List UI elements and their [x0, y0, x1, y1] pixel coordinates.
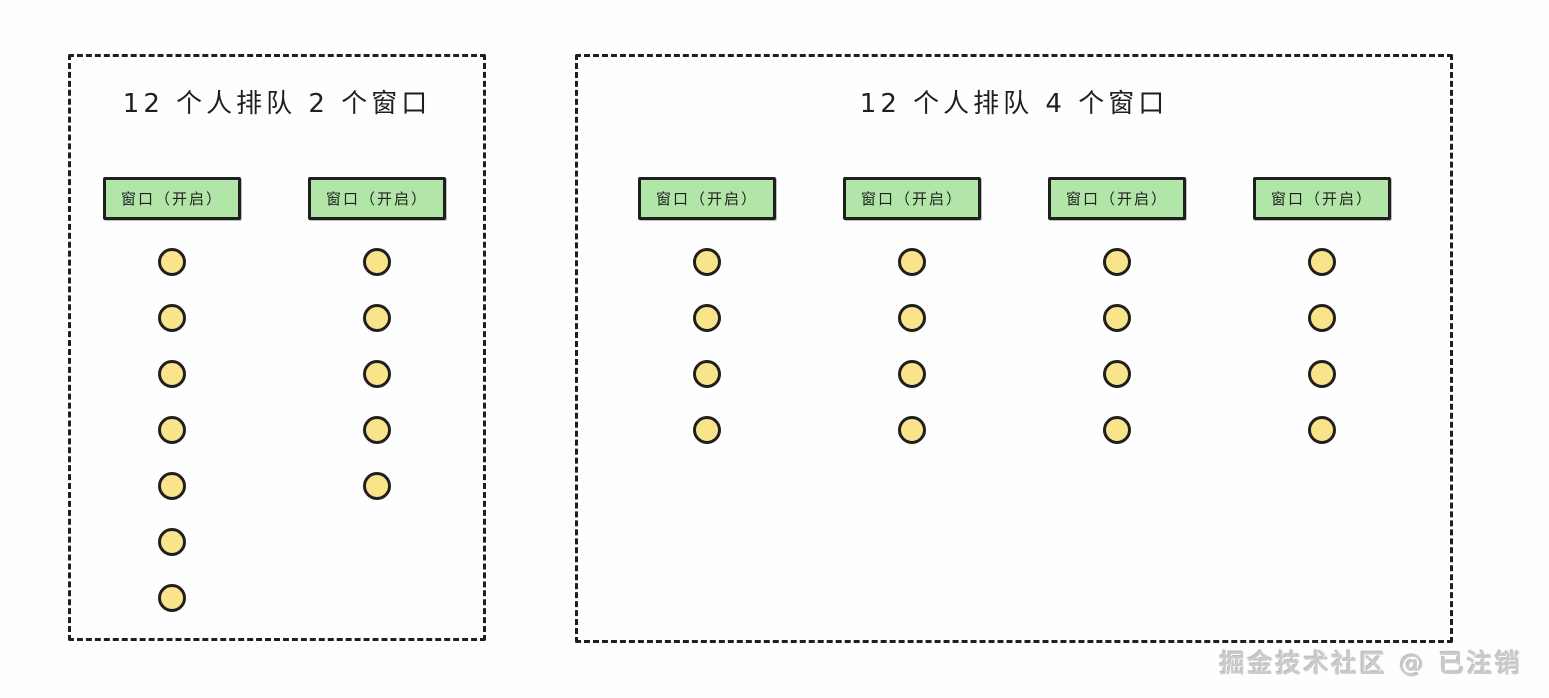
person-icon	[1308, 248, 1336, 276]
queue	[1308, 248, 1336, 444]
panel-title-four-windows: 12 个人排队 4 个窗口	[859, 89, 1169, 119]
person-icon	[1308, 304, 1336, 332]
person-icon	[158, 248, 186, 276]
person-icon	[1103, 360, 1131, 388]
person-icon	[693, 248, 721, 276]
person-icon	[1103, 416, 1131, 444]
panel-two-windows: 12 个人排队 2 个窗口 窗口（开启） 窗口（开启）	[68, 54, 486, 641]
window-label: 窗口（开启）	[655, 190, 758, 208]
person-icon	[158, 304, 186, 332]
queue-column: 窗口（开启）	[1048, 177, 1186, 444]
window-box: 窗口（开启）	[1048, 177, 1186, 220]
person-icon	[363, 416, 391, 444]
watermark: 掘金技术社区 @ 已注销	[1219, 649, 1523, 678]
person-icon	[363, 248, 391, 276]
window-box: 窗口（开启）	[308, 177, 446, 220]
queue	[363, 248, 391, 500]
person-icon	[363, 304, 391, 332]
queue-columns-two-windows: 窗口（开启） 窗口（开启）	[71, 177, 483, 612]
window-box: 窗口（开启）	[103, 177, 241, 220]
queue	[693, 248, 721, 444]
person-icon	[1103, 304, 1131, 332]
person-icon	[693, 416, 721, 444]
person-icon	[1308, 360, 1336, 388]
queue-column: 窗口（开启）	[103, 177, 241, 612]
person-icon	[1308, 416, 1336, 444]
queue	[158, 248, 186, 612]
panel-title-two-windows: 12 个人排队 2 个窗口	[122, 89, 432, 119]
person-icon	[158, 416, 186, 444]
person-icon	[898, 304, 926, 332]
window-box: 窗口（开启）	[638, 177, 776, 220]
queue	[898, 248, 926, 444]
panel-four-windows: 12 个人排队 4 个窗口 窗口（开启） 窗口（开启） 窗口（开启） 窗口（开启）	[575, 54, 1453, 643]
person-icon	[158, 472, 186, 500]
window-label: 窗口（开启）	[120, 190, 223, 208]
window-label: 窗口（开启）	[1065, 190, 1168, 208]
person-icon	[693, 304, 721, 332]
window-box: 窗口（开启）	[843, 177, 981, 220]
window-box: 窗口（开启）	[1253, 177, 1391, 220]
person-icon	[158, 528, 186, 556]
person-icon	[363, 360, 391, 388]
queue	[1103, 248, 1131, 444]
person-icon	[693, 360, 721, 388]
window-label: 窗口（开启）	[1270, 190, 1373, 208]
queue-column: 窗口（开启）	[843, 177, 981, 444]
person-icon	[898, 416, 926, 444]
person-icon	[898, 248, 926, 276]
person-icon	[158, 360, 186, 388]
person-icon	[363, 472, 391, 500]
queue-columns-four-windows: 窗口（开启） 窗口（开启） 窗口（开启） 窗口（开启）	[578, 177, 1450, 444]
window-label: 窗口（开启）	[860, 190, 963, 208]
queue-column: 窗口（开启）	[308, 177, 446, 500]
queue-column: 窗口（开启）	[638, 177, 776, 444]
person-icon	[898, 360, 926, 388]
window-label: 窗口（开启）	[325, 190, 428, 208]
person-icon	[158, 584, 186, 612]
person-icon	[1103, 248, 1131, 276]
queue-column: 窗口（开启）	[1253, 177, 1391, 444]
